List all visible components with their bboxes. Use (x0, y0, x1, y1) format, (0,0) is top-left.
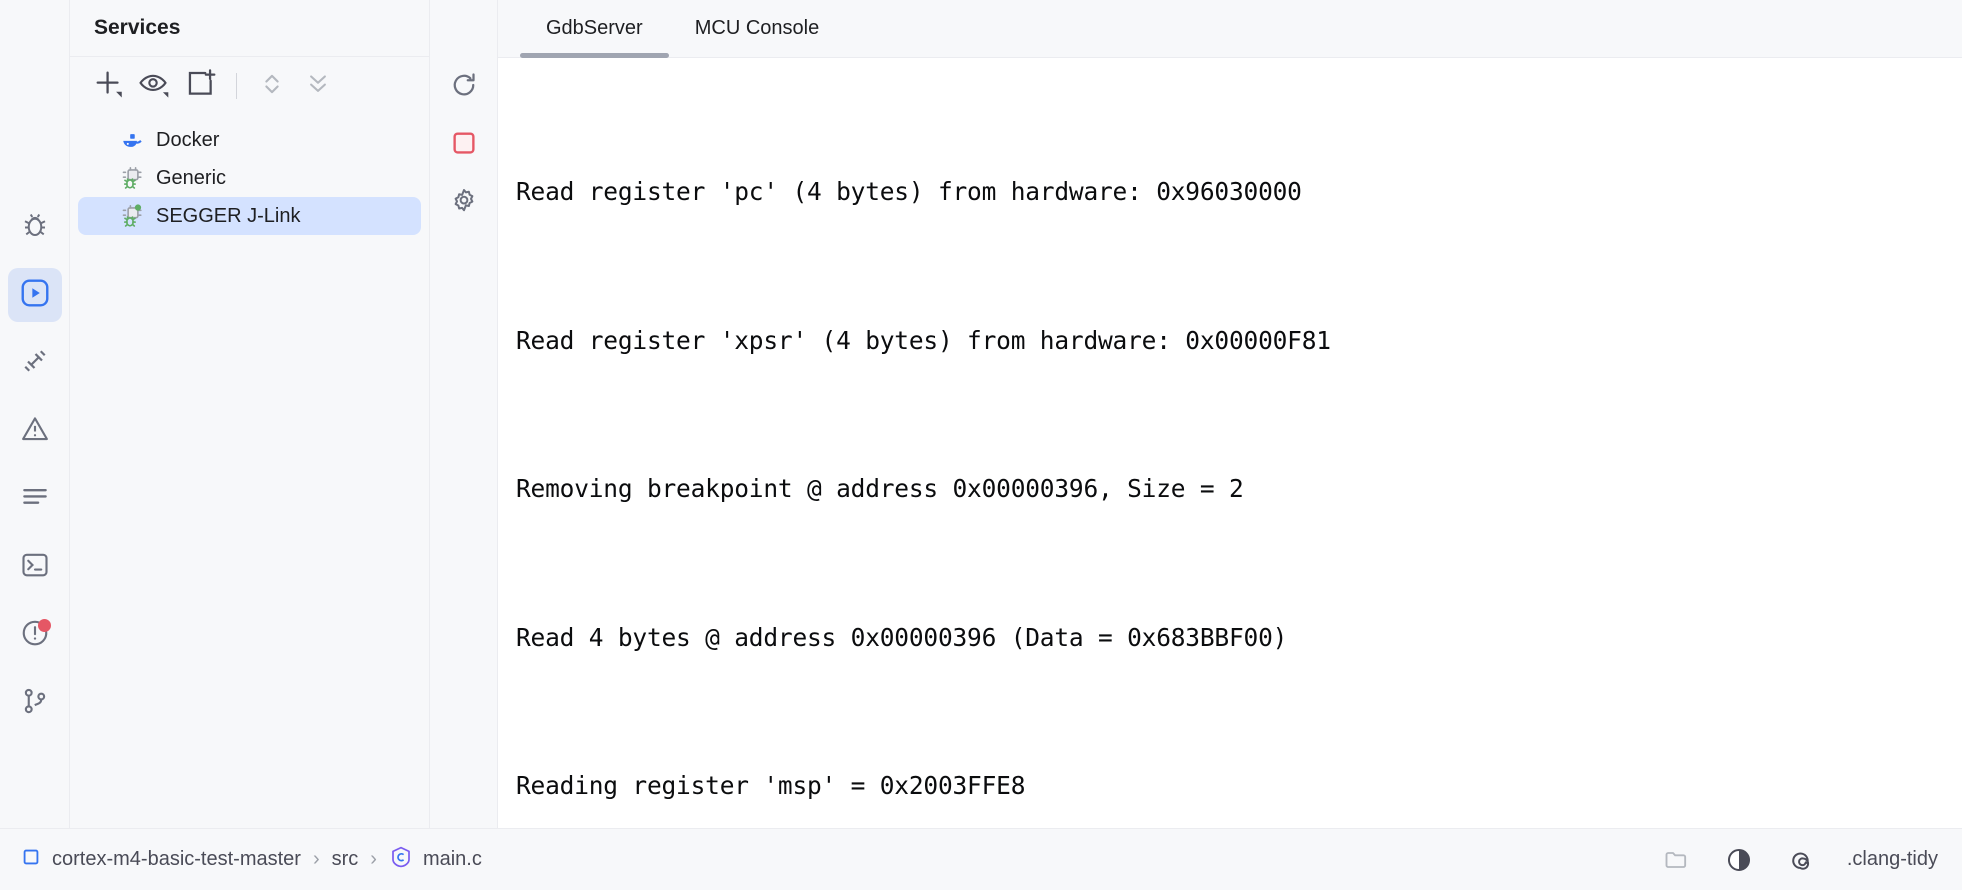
new-tab-icon (184, 67, 218, 106)
warning-triangle-icon (20, 414, 50, 449)
services-run-icon (19, 277, 51, 314)
tree-item-segger-j-link[interactable]: SEGGER J-Link (78, 197, 421, 235)
bug-icon (20, 210, 50, 245)
activity-bar (0, 0, 70, 828)
top-region: Services (0, 0, 1962, 828)
docker-icon (120, 127, 146, 153)
code-with-me-icon[interactable] (1785, 844, 1817, 876)
console-line: Read 4 bytes @ address 0x00000396 (Data … (516, 622, 1288, 652)
breadcrumb-separator: › (370, 848, 377, 870)
console-tabs: GdbServer MCU Console (498, 0, 1962, 58)
stop-square-icon (449, 128, 479, 163)
profiler-tool-window-button[interactable] (8, 336, 62, 390)
tree-item-label: SEGGER J-Link (156, 204, 301, 227)
terminal-icon (20, 550, 50, 585)
branch-icon (20, 686, 50, 721)
console-run-toolbar (430, 0, 498, 828)
tree-item-docker[interactable]: Docker (78, 121, 421, 159)
breadcrumb-separator: › (312, 848, 320, 870)
notifications-tool-window-button[interactable] (8, 608, 62, 662)
console-line: Removing breakpoint @ address 0x00000396… (516, 474, 1244, 503)
tab-gdbserver[interactable]: GdbServer (520, 0, 669, 58)
build-tool-window-button[interactable] (8, 472, 62, 526)
stop-button[interactable] (443, 124, 485, 166)
services-tree: Docker Generic (70, 115, 429, 235)
open-file-location-icon[interactable] (1661, 844, 1693, 876)
status-bar-right: .clang-tidy (1661, 844, 1938, 876)
services-toolbar (70, 57, 429, 115)
breadcrumb-label: cortex-m4-basic-test-master (52, 848, 301, 870)
exclamation-circle-icon (20, 618, 50, 653)
rerun-icon (449, 70, 479, 105)
console-line: Reading register 'msp' = 0x2003FFE8 (516, 771, 1026, 800)
gear-icon (449, 186, 479, 221)
theme-toggle-icon[interactable] (1723, 844, 1755, 876)
clang-tidy-status[interactable]: .clang-tidy (1846, 848, 1938, 870)
services-panel: Services (70, 0, 430, 828)
breadcrumb-item-src[interactable]: src (332, 848, 359, 871)
notification-badge (37, 619, 51, 632)
breadcrumb-label: src (331, 848, 359, 870)
list-lines-icon (20, 482, 50, 517)
terminal-tool-window-button[interactable] (8, 540, 62, 594)
plus-dropdown-icon (92, 67, 126, 106)
dumbbell-icon (20, 346, 50, 381)
eye-dropdown-icon (138, 67, 172, 106)
project-module-icon (20, 846, 42, 874)
c-file-icon (389, 845, 413, 875)
console-line: Read register 'pc' (4 bytes) from hardwa… (516, 177, 1302, 206)
console-line: Read register 'xpsr' (4 bytes) from hard… (516, 325, 1331, 355)
add-service-button[interactable] (88, 65, 130, 107)
tree-item-generic[interactable]: Generic (78, 159, 421, 197)
problems-tool-window-button[interactable] (8, 404, 62, 458)
collapse-all-button[interactable] (297, 65, 339, 107)
rerun-button[interactable] (443, 66, 485, 108)
debug-chip-icon (120, 165, 146, 191)
page-title: Services (70, 0, 429, 57)
tab-mcu-console[interactable]: MCU Console (694, 17, 820, 39)
version-control-tool-window-button[interactable] (8, 676, 62, 730)
collapse-all-icon (303, 69, 333, 104)
console-output[interactable]: Read register 'pc' (4 bytes) from hardwa… (498, 58, 1962, 828)
status-bar: cortex-m4-basic-test-master › src › main… (0, 828, 1962, 890)
console-area: GdbServer MCU Console Read register 'pc'… (498, 0, 1962, 828)
chevron-up-down-icon (257, 69, 287, 104)
breadcrumb: cortex-m4-basic-test-master › src › main… (20, 845, 482, 875)
debug-chip-running-icon (120, 203, 146, 229)
toolbar-separator (236, 73, 237, 99)
view-options-button[interactable] (134, 65, 176, 107)
breadcrumb-item-file[interactable]: main.c (389, 845, 482, 875)
navigate-updown-button[interactable] (251, 65, 293, 107)
tree-item-label: Docker (156, 128, 220, 151)
settings-button[interactable] (443, 182, 485, 224)
debug-tool-window-button[interactable] (8, 200, 62, 254)
breadcrumb-label: main.c (422, 848, 482, 870)
services-tool-window-button[interactable] (7, 268, 62, 322)
tree-item-label: Generic (156, 166, 227, 189)
add-tab-button[interactable] (180, 65, 222, 107)
breadcrumb-item-project[interactable]: cortex-m4-basic-test-master (20, 846, 301, 874)
